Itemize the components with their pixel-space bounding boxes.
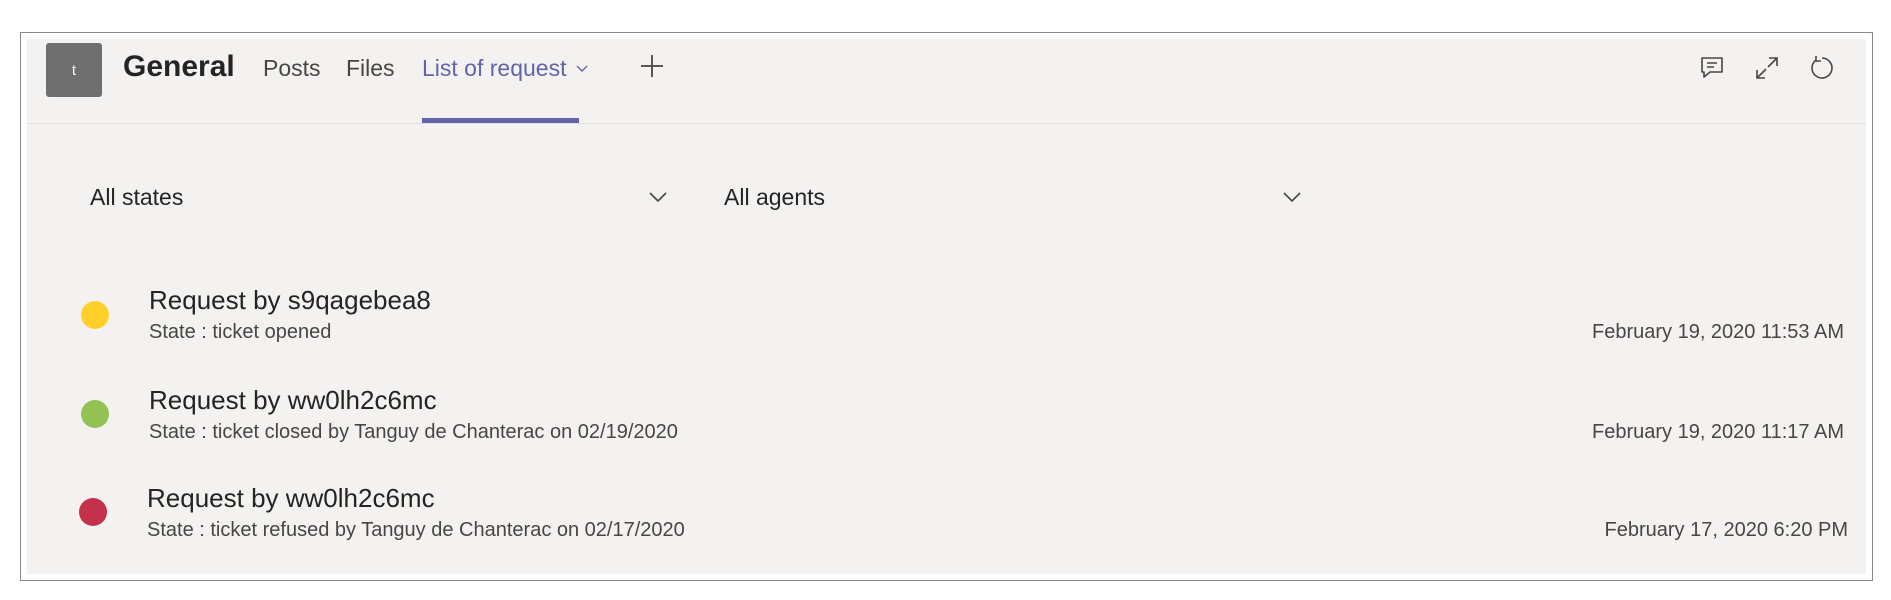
agent-filter-dropdown[interactable]: All agents bbox=[721, 177, 1305, 217]
request-item[interactable]: Request by s9qagebea8 State : ticket ope… bbox=[27, 283, 1866, 363]
chevron-down-icon bbox=[649, 192, 667, 203]
expand-button[interactable] bbox=[1752, 53, 1782, 83]
app-frame: t General Posts Files List of request bbox=[20, 32, 1873, 581]
tab-list-of-request-label: List of request bbox=[422, 55, 567, 81]
channel-title: General bbox=[123, 50, 235, 83]
request-date: February 19, 2020 11:17 AM bbox=[1591, 421, 1844, 443]
request-state: State : ticket opened bbox=[149, 321, 332, 343]
request-item[interactable]: Request by ww0lh2c6mc State : ticket clo… bbox=[27, 383, 1866, 463]
channel-panel: t General Posts Files List of request bbox=[27, 39, 1866, 574]
tab-files[interactable]: Files bbox=[346, 55, 395, 81]
request-title[interactable]: Request by s9qagebea8 bbox=[149, 285, 431, 315]
state-filter-dropdown[interactable]: All states bbox=[87, 177, 671, 217]
active-tab-indicator bbox=[422, 118, 579, 123]
request-date: February 19, 2020 11:53 AM bbox=[1591, 321, 1844, 343]
request-title[interactable]: Request by ww0lh2c6mc bbox=[149, 385, 437, 415]
request-state: State : ticket refused by Tanguy de Chan… bbox=[147, 519, 685, 541]
reload-button[interactable] bbox=[1807, 53, 1837, 83]
request-title[interactable]: Request by ww0lh2c6mc bbox=[147, 483, 435, 513]
conversation-button[interactable] bbox=[1697, 53, 1727, 83]
team-avatar[interactable]: t bbox=[46, 43, 102, 97]
state-filter-value: All states bbox=[90, 183, 184, 210]
reload-icon bbox=[1811, 56, 1833, 79]
request-state: State : ticket closed by Tanguy de Chant… bbox=[149, 421, 678, 443]
chat-icon bbox=[1701, 57, 1723, 78]
chevron-down-icon bbox=[1283, 192, 1301, 203]
tab-list-of-request[interactable]: List of request bbox=[422, 52, 590, 84]
channel-header: t General Posts Files List of request bbox=[27, 39, 1866, 124]
team-initial: t bbox=[71, 61, 77, 79]
tab-posts[interactable]: Posts bbox=[263, 55, 321, 81]
agent-filter-value: All agents bbox=[724, 183, 826, 210]
add-tab-button[interactable] bbox=[637, 51, 667, 81]
status-dot-opened bbox=[81, 301, 109, 329]
chevron-down-icon bbox=[576, 65, 588, 72]
request-date: February 17, 2020 6:20 PM bbox=[1604, 519, 1848, 541]
request-item[interactable]: Request by ww0lh2c6mc State : ticket ref… bbox=[27, 481, 1866, 561]
status-dot-closed bbox=[81, 400, 109, 428]
expand-icon bbox=[1756, 57, 1778, 79]
status-dot-refused bbox=[79, 498, 107, 526]
add-tab-icon bbox=[641, 55, 663, 77]
